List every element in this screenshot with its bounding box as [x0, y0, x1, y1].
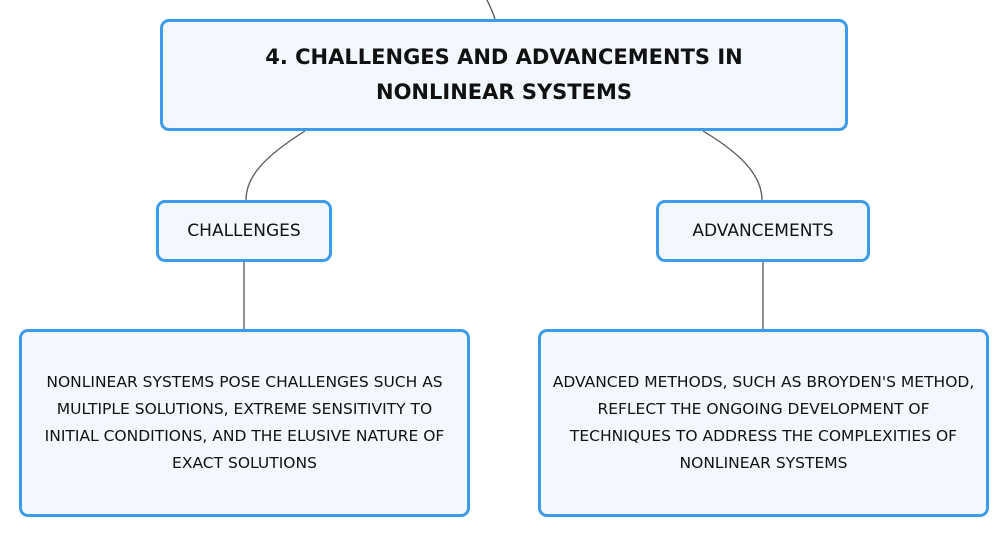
- advancements-topic-label: ADVANCEMENTS: [692, 221, 834, 241]
- connector-parent-to-root: [486, 0, 496, 20]
- advancements-topic-node[interactable]: ADVANCEMENTS: [656, 200, 870, 262]
- advancements-detail-node[interactable]: ADVANCED METHODS, SUCH AS BROYDEN'S METH…: [538, 329, 989, 517]
- advancements-detail-text: ADVANCED METHODS, SUCH AS BROYDEN'S METH…: [552, 373, 975, 472]
- challenges-topic-node[interactable]: CHALLENGES: [156, 200, 332, 262]
- challenges-detail-node[interactable]: NONLINEAR SYSTEMS POSE CHALLENGES SUCH A…: [19, 329, 470, 517]
- root-topic-node[interactable]: 4. CHALLENGES AND ADVANCEMENTS IN NONLIN…: [160, 19, 848, 131]
- connector-root-to-advancements: [702, 130, 763, 201]
- challenges-topic-label: CHALLENGES: [187, 221, 301, 241]
- connector-root-to-challenges: [245, 130, 306, 201]
- challenges-detail-text: NONLINEAR SYSTEMS POSE CHALLENGES SUCH A…: [44, 373, 445, 472]
- root-topic-label: 4. CHALLENGES AND ADVANCEMENTS IN NONLIN…: [265, 45, 743, 104]
